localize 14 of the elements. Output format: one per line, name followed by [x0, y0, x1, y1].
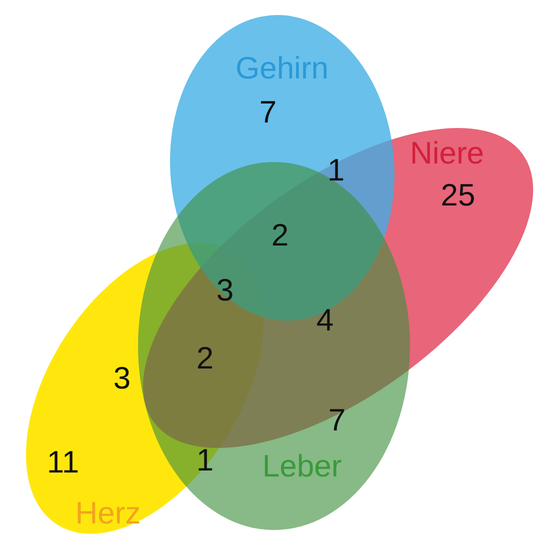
- count-label: 2: [271, 220, 289, 250]
- set-label: Herz: [75, 497, 141, 528]
- count-label: 4: [316, 304, 334, 336]
- set-label: Gehirn: [235, 52, 328, 84]
- count-label: 25: [440, 180, 476, 210]
- count-label: 1: [327, 154, 345, 186]
- count-label: 2: [196, 342, 214, 374]
- count-label: 7: [259, 96, 277, 128]
- count-label: 3: [216, 274, 234, 306]
- set-label: Leber: [262, 450, 342, 482]
- count-label: 3: [113, 362, 131, 394]
- count-label: 11: [46, 446, 80, 478]
- set-label: Niere: [410, 137, 484, 168]
- count-label: 7: [328, 404, 346, 436]
